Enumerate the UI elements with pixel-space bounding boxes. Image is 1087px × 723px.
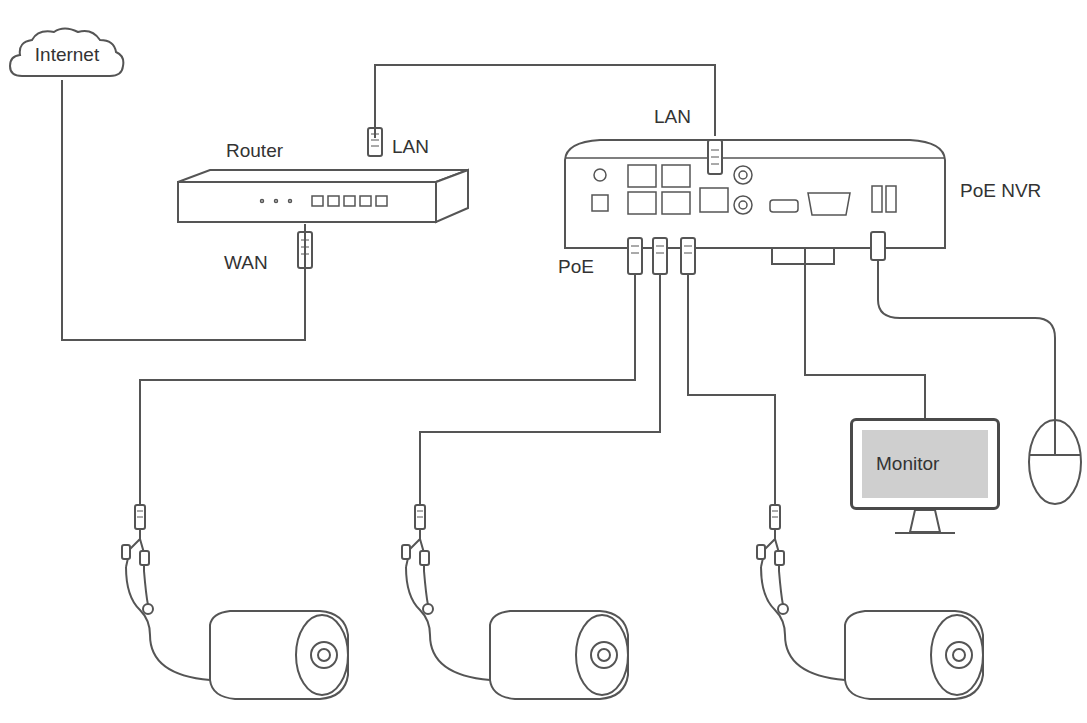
node-label: Router (226, 140, 283, 162)
monitor-screen: Monitor (862, 430, 988, 498)
node-label: PoE NVR (960, 180, 1041, 202)
port-label: WAN (222, 252, 270, 274)
port-label: LAN (652, 106, 693, 128)
cable-connector (805, 248, 925, 418)
monitor-node: Monitor (850, 418, 1000, 510)
node-label: Internet (35, 44, 99, 66)
node-label: Monitor (876, 453, 939, 475)
cable-connector (375, 65, 715, 138)
port-label: PoE (556, 256, 596, 278)
cable-connector (62, 80, 305, 340)
cloud-node: Internet (8, 26, 126, 80)
port-label: LAN (390, 136, 431, 158)
nvr-node: PoE NVR (562, 136, 1062, 248)
